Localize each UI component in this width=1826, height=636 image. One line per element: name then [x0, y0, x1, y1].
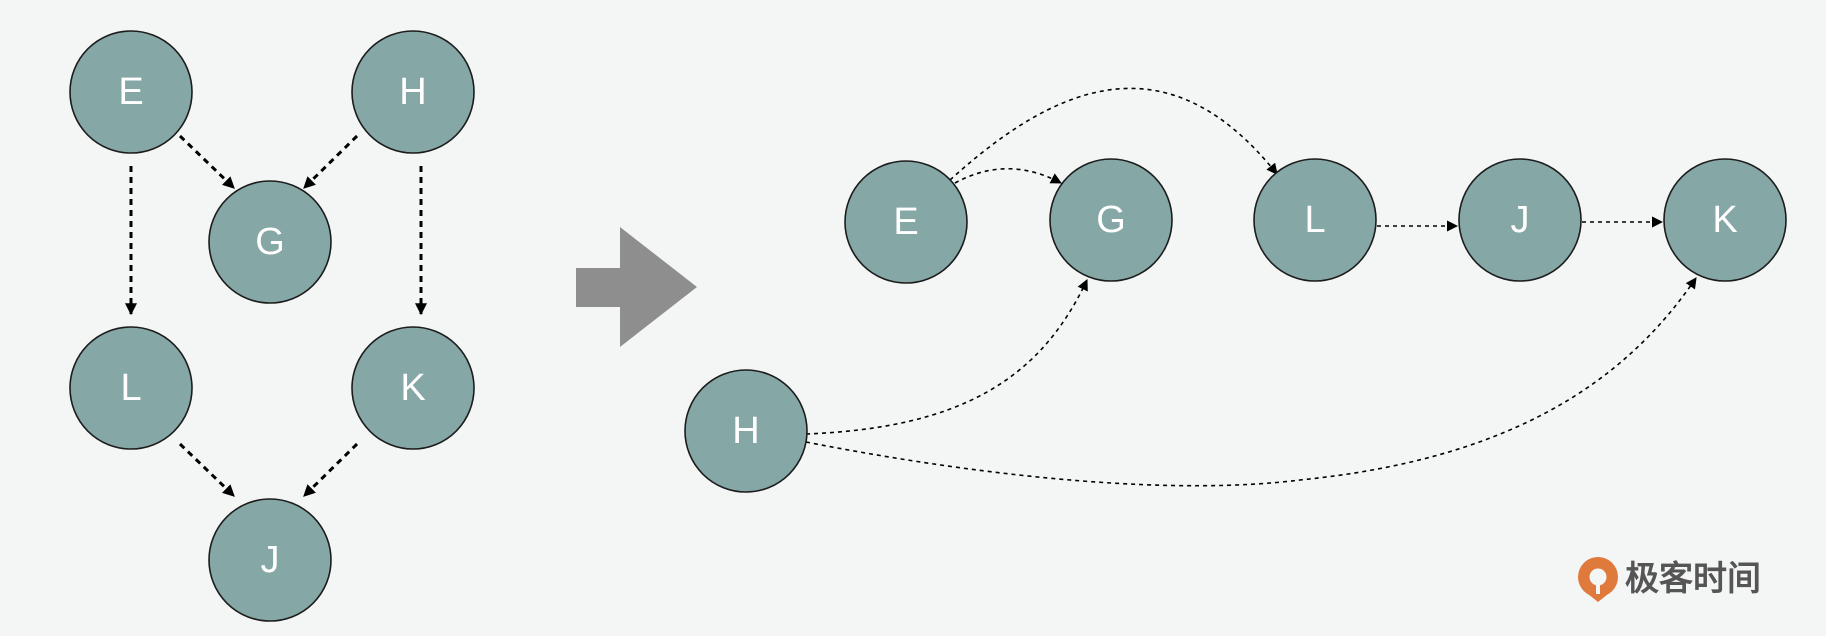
right-node-l: L [1253, 158, 1377, 282]
left-node-e-label: E [118, 71, 143, 113]
left-node-l: L [69, 326, 193, 450]
left-node-k-label: K [400, 367, 425, 409]
right-edge-h-to-g [805, 278, 1088, 435]
left-node-k: K [351, 326, 475, 450]
right-edge-e-to-l [949, 87, 1278, 181]
left-graph-edges [125, 134, 427, 498]
left-node-g: G [208, 180, 332, 304]
right-node-j: J [1458, 158, 1582, 282]
right-node-g: G [1049, 158, 1173, 282]
left-edge-l-to-j [178, 442, 236, 498]
left-graph: E H G L K J [69, 30, 475, 622]
right-node-l-label: L [1304, 199, 1325, 241]
transform-arrow-icon [576, 227, 697, 347]
geektime-logo-text: 极客时间 [1625, 559, 1761, 599]
left-node-j-label: J [261, 539, 280, 581]
right-node-k: K [1663, 158, 1787, 282]
left-node-h: H [351, 30, 475, 154]
right-node-j-label: J [1511, 199, 1530, 241]
right-graph-edges [805, 87, 1697, 487]
left-node-h-label: H [399, 71, 426, 113]
right-node-g-label: G [1096, 199, 1126, 241]
right-node-k-label: K [1712, 199, 1737, 241]
right-edge-e-to-g [954, 168, 1062, 184]
left-edge-k-to-j [302, 442, 359, 498]
right-node-h: H [684, 369, 808, 493]
right-node-e-label: E [893, 201, 918, 243]
geektime-logo-icon [1578, 557, 1618, 602]
left-node-e: E [69, 30, 193, 154]
right-graph: E G L J K H [684, 87, 1787, 493]
geektime-logo: 极客时间 [1578, 557, 1761, 602]
right-node-h-label: H [732, 410, 759, 452]
right-node-e: E [844, 160, 968, 284]
left-edge-e-to-g [178, 134, 236, 190]
left-node-l-label: L [120, 367, 141, 409]
left-edge-h-to-g [302, 134, 359, 190]
left-node-j: J [208, 498, 332, 622]
left-node-g-label: G [255, 221, 285, 263]
right-edge-h-to-k [805, 277, 1697, 487]
